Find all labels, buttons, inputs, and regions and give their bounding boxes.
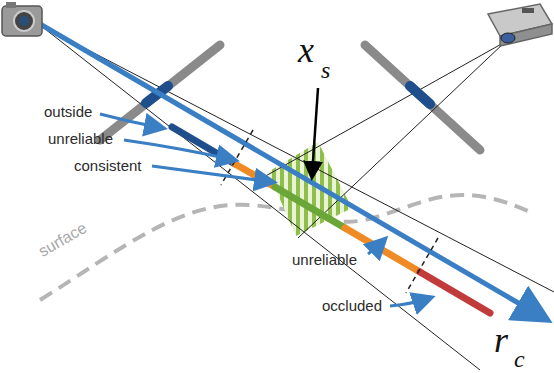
region-label: unreliable [292, 252, 357, 267]
projector-pixel [410, 86, 430, 104]
math-subscript: s [321, 58, 330, 82]
surface-label: surface [36, 220, 89, 260]
ray-segments [172, 127, 490, 313]
xs-pointer [312, 88, 318, 176]
region-label: outside [44, 104, 92, 119]
boundary-dashes [221, 130, 438, 293]
camera-icon [2, 2, 42, 36]
math-symbol: x [298, 32, 314, 68]
frustum-lines [40, 25, 554, 370]
region-label: consistent [74, 158, 142, 173]
projector-icon [488, 4, 552, 46]
math-subscript: c [514, 347, 525, 371]
projector-image-plane [365, 45, 480, 150]
region-label: unreliable [48, 131, 113, 146]
consistent-region [268, 142, 352, 236]
region-label: occluded [322, 298, 382, 313]
camera-ray [40, 24, 544, 318]
label-arrows [100, 114, 430, 306]
math-symbol: r [494, 322, 508, 358]
